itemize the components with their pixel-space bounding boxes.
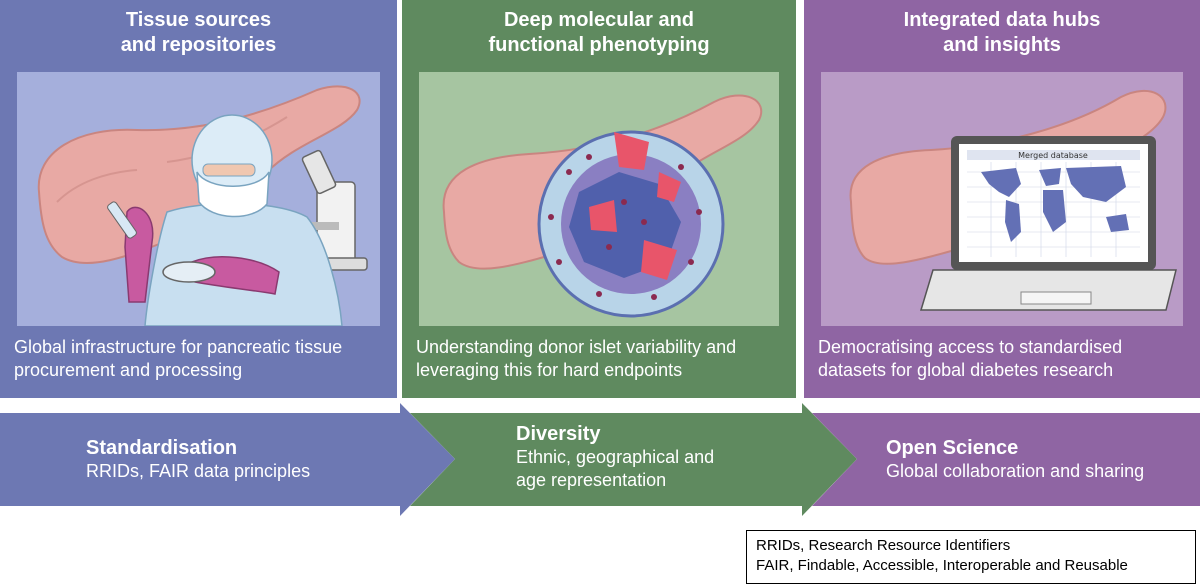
- panel-title-line: Integrated data hubs: [903, 9, 1101, 31]
- laptop-world-map-icon: Merged database: [849, 89, 1177, 311]
- panel-description-line: procurement and processing: [14, 360, 243, 380]
- panel-title-line: Tissue sources: [125, 9, 272, 31]
- legend-line: RRIDs, Research Resource Identifiers: [756, 537, 1011, 554]
- panel-title-line: functional phenotyping: [488, 34, 710, 56]
- panel-data-hubs: Integrated data hubs and insights Merged…: [804, 0, 1200, 398]
- laptop-screen-label: Merged database: [1018, 151, 1088, 160]
- arrow-subtext-line: Ethnic, geographical and: [516, 447, 715, 467]
- panel-description-line: Democratising access to standardised: [818, 337, 1123, 357]
- laptop-database-illustration: Merged database: [821, 72, 1183, 326]
- arrow-subtext: RRIDs, FAIR data principles: [86, 460, 310, 483]
- panel-phenotyping: Deep molecular and functional phenotypin…: [402, 0, 796, 398]
- panel-tissue-sources: Tissue sources and repositories: [0, 0, 397, 398]
- scientist-with-pancreas-icon: [37, 85, 368, 326]
- lab-scientist-illustration: [17, 72, 380, 326]
- panel-description: Democratising access to standardised dat…: [818, 336, 1192, 382]
- arrow-heading: Standardisation: [86, 437, 238, 459]
- arrow-subtext-line: Global collaboration and sharing: [886, 461, 1145, 481]
- principles-arrow-band: [0, 403, 1200, 516]
- abbreviations-legend: RRIDs, Research Resource Identifiers FAI…: [746, 530, 1196, 584]
- arrow-diversity: [410, 403, 857, 516]
- panel-description-line: leveraging this for hard endpoints: [416, 360, 683, 380]
- panel-title-line: and insights: [943, 34, 1061, 56]
- arrow-standardisation: [0, 403, 455, 516]
- arrow-open-science: [812, 413, 1200, 506]
- arrow-label-diversity: Diversity Ethnic, geographical and age r…: [516, 422, 714, 492]
- pancreatic-islet-icon: [442, 94, 763, 318]
- panel-title-line: and repositories: [120, 34, 277, 56]
- arrow-heading: Open Science: [886, 437, 1019, 459]
- panel-title-line: Deep molecular and: [503, 9, 695, 31]
- panel-title: Deep molecular and functional phenotypin…: [402, 8, 796, 58]
- panel-description-line: Understanding donor islet variability an…: [416, 337, 737, 357]
- arrow-subtext-line: RRIDs, FAIR data principles: [86, 461, 311, 481]
- arrow-heading: Diversity: [516, 423, 601, 445]
- panel-title: Integrated data hubs and insights: [804, 8, 1200, 58]
- panel-description: Global infrastructure for pancreatic tis…: [14, 336, 389, 382]
- microscope-icon: [296, 149, 368, 271]
- arrow-subtext: Ethnic, geographical and age representat…: [516, 446, 714, 492]
- arrow-subtext-line: age representation: [516, 470, 667, 490]
- arrow-subtext: Global collaboration and sharing: [886, 460, 1144, 483]
- panel-description-line: Global infrastructure for pancreatic tis…: [14, 337, 343, 357]
- panel-description: Understanding donor islet variability an…: [416, 336, 788, 382]
- arrow-label-standardisation: Standardisation RRIDs, FAIR data princip…: [86, 436, 310, 483]
- islet-illustration: [419, 72, 779, 326]
- panel-title: Tissue sources and repositories: [0, 8, 397, 58]
- panel-description-line: datasets for global diabetes research: [818, 360, 1114, 380]
- legend-line: FAIR, Findable, Accessible, Interoperabl…: [756, 557, 1128, 574]
- arrow-label-open-science: Open Science Global collaboration and sh…: [886, 436, 1144, 483]
